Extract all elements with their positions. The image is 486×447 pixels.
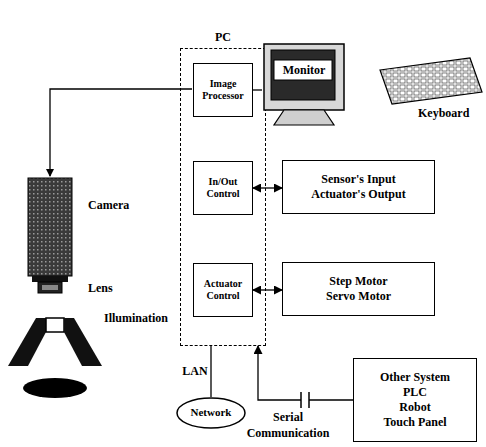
- camera-body: [28, 178, 72, 276]
- connector: [253, 187, 282, 188]
- node-text: Image Processor: [194, 78, 252, 103]
- camera-mount: [32, 276, 68, 282]
- illumination-top: [46, 318, 64, 332]
- connector: [258, 346, 353, 400]
- node-text: Monitor: [283, 63, 326, 78]
- capacitor-plate: [308, 392, 310, 408]
- connector: [210, 346, 211, 397]
- network-shape: [177, 398, 245, 428]
- process-box: In/Out Control: [193, 161, 253, 215]
- node-text: Touch Panel: [383, 415, 446, 430]
- part-label: Illumination: [104, 311, 168, 327]
- part-label: Camera: [88, 198, 129, 214]
- illumination-right: [64, 318, 102, 366]
- node-text: Actuator Control: [194, 278, 252, 303]
- inspected-object: [23, 378, 87, 398]
- monitor-screen: [271, 50, 335, 100]
- process-box: Image Processor: [193, 63, 253, 117]
- connector-label: LAN: [180, 364, 210, 380]
- capacitor-plate: [300, 392, 302, 408]
- monitor-node: Monitor: [262, 42, 346, 128]
- monitor-casing: [264, 44, 344, 110]
- connector: [253, 89, 262, 90]
- monitor-symbol: [262, 42, 346, 128]
- part-label: Keyboard: [418, 106, 469, 122]
- illumination-left: [8, 318, 46, 366]
- process-box: Actuator Control: [193, 263, 253, 317]
- node-text: Sensor's Input: [321, 172, 395, 187]
- monitor-stand: [274, 110, 334, 125]
- pc-frame: PCImage ProcessorIn/Out ControlActuator …: [180, 48, 266, 346]
- device-box: Other SystemPLCRobotTouch Panel: [353, 358, 477, 442]
- node-heading: PC: [181, 30, 265, 45]
- node-text: Step Motor: [329, 274, 387, 289]
- connector: [253, 289, 282, 290]
- device-box: Step MotorServo Motor: [282, 262, 435, 316]
- node-text: Other System: [380, 370, 450, 385]
- camera-signal-wire: [50, 89, 192, 176]
- device-box: Sensor's InputActuator's Output: [282, 160, 435, 214]
- connector-label: Serial Communication: [238, 410, 338, 441]
- node-text: PLC: [403, 385, 427, 400]
- node-text: In/Out Control: [194, 176, 252, 201]
- node-text: Servo Motor: [326, 289, 391, 304]
- capacitor-gap: [301, 395, 309, 405]
- node-text: Actuator's Output: [311, 187, 405, 202]
- monitor-panel: [274, 60, 332, 80]
- lens-symbol: [38, 282, 62, 293]
- node-text: Network: [191, 406, 232, 420]
- lens-ring: [42, 285, 58, 290]
- node-text: Robot: [399, 400, 430, 415]
- part-label: Lens: [88, 281, 113, 297]
- keyboard-symbol: [380, 58, 482, 104]
- network-ellipse: Network: [176, 397, 246, 429]
